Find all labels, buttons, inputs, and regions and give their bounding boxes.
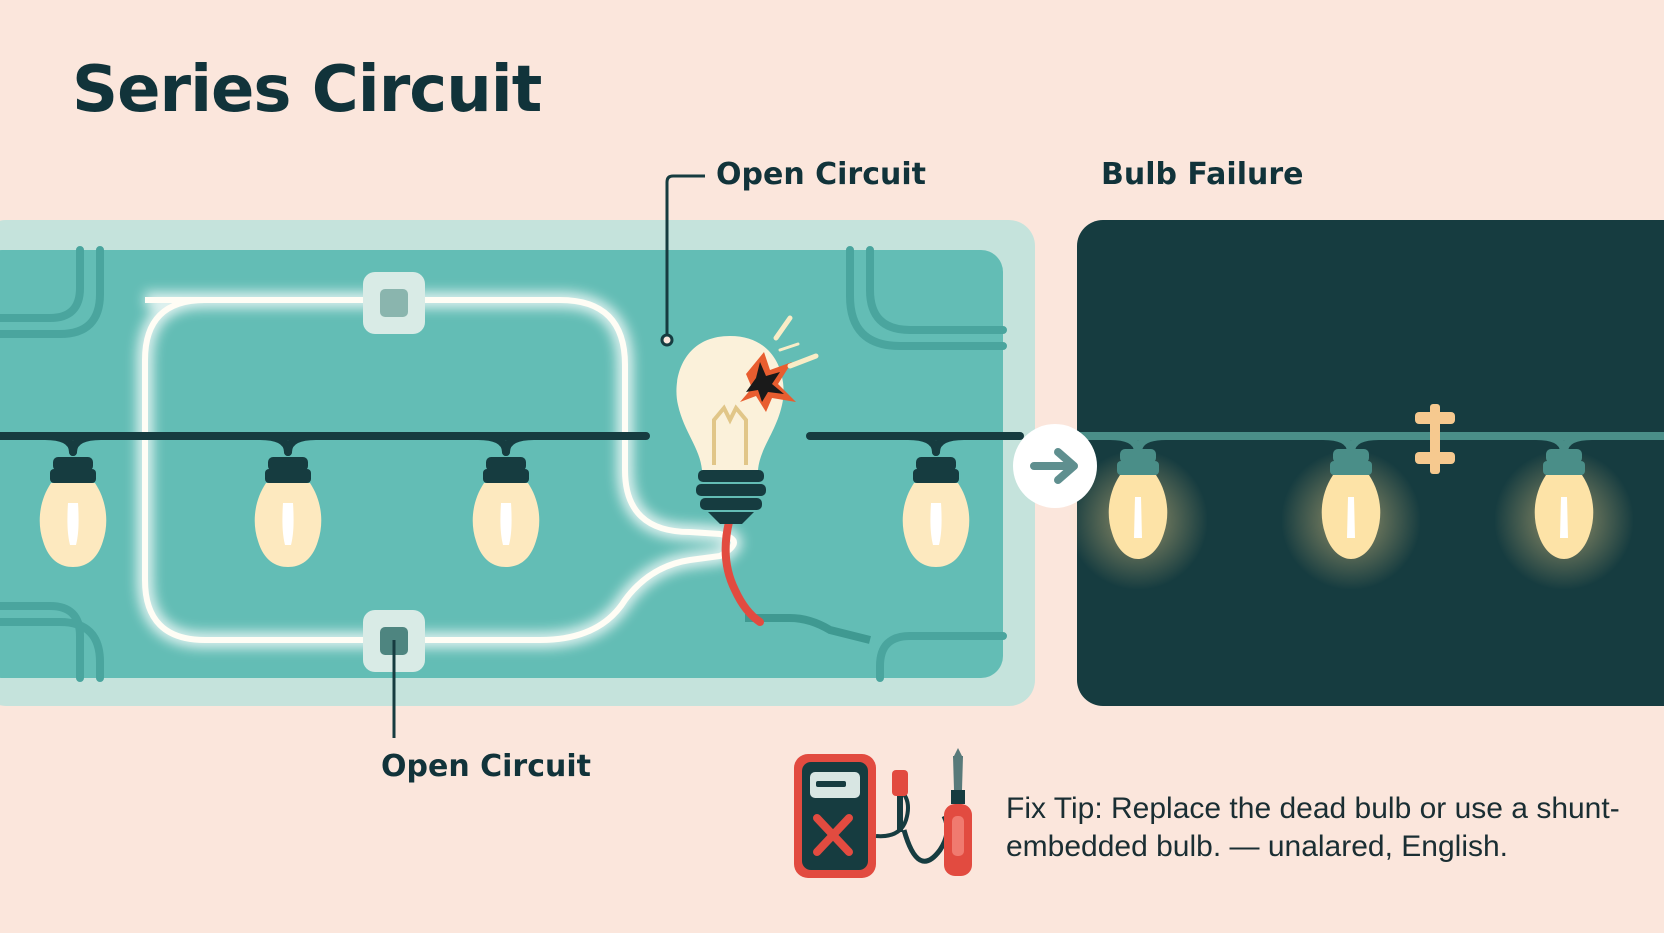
bulb-right-2 bbox=[1321, 449, 1381, 559]
label-open-circuit-top: Open Circuit bbox=[716, 157, 926, 192]
bulb-right-3 bbox=[1534, 449, 1594, 559]
shunt-connector-icon bbox=[1415, 404, 1455, 474]
broken-bulb-icon bbox=[676, 315, 819, 626]
screwdriver-icon bbox=[944, 748, 972, 876]
multimeter-icon bbox=[794, 754, 950, 878]
connector-node-top bbox=[363, 272, 425, 334]
label-open-circuit-bottom: Open Circuit bbox=[381, 749, 591, 784]
label-bulb-failure: Bulb Failure bbox=[1101, 157, 1304, 192]
page-title: Series Circuit bbox=[72, 53, 542, 127]
fix-tip-text: Fix Tip: Replace the dead bulb or use a … bbox=[1006, 792, 1620, 863]
bulb-right-1 bbox=[1108, 449, 1168, 559]
bulb-failure-panel bbox=[1068, 220, 1664, 706]
pointer-open-circuit-top bbox=[660, 174, 705, 347]
bypass-glow-loop bbox=[137, 292, 742, 648]
arrow-right-icon bbox=[1013, 424, 1097, 508]
string-wire-left bbox=[0, 432, 1024, 456]
